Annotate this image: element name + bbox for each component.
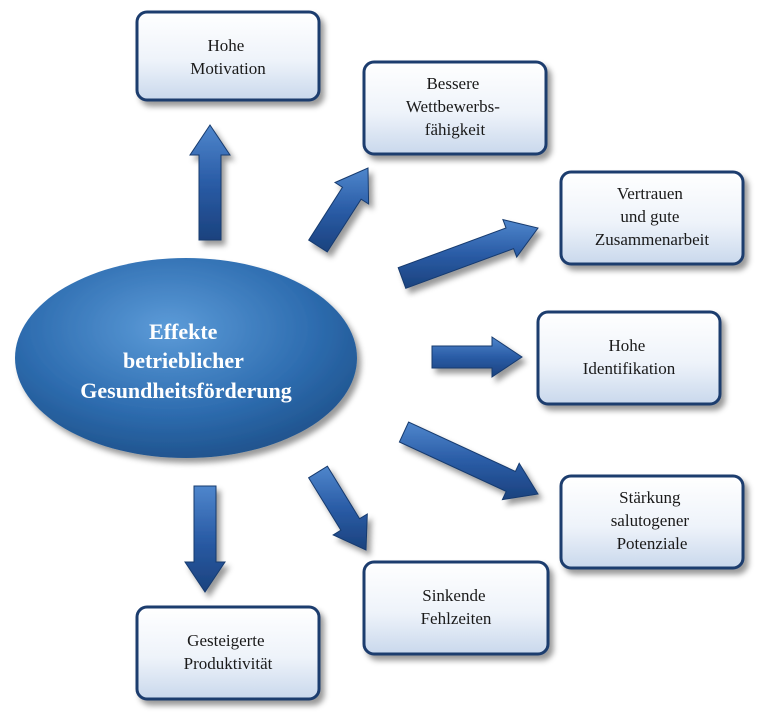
center-label-line-1: Effekte [149, 319, 218, 344]
effect-box-fehlzeiten: Sinkende Fehlzeiten [362, 560, 550, 656]
arrow-to-identifikation [431, 336, 523, 378]
effect-box-frame [559, 170, 745, 266]
arrow-to-vertrauen [397, 218, 539, 289]
arrow-to-motivation [189, 124, 231, 241]
center-label-line-2: betrieblicher [123, 348, 244, 373]
effect-box-motivation: Hohe Motivation [135, 10, 321, 102]
effect-label: Stärkung salutogener Potenziale [611, 488, 694, 553]
effect-box-frame [559, 474, 745, 570]
effect-label: Vertrauen und gute Zusammenarbeit [595, 184, 710, 249]
effect-box-frame [362, 60, 548, 156]
effect-box-produktivitaet: Gesteigerte Produktivität [135, 605, 321, 701]
arrow-to-fehlzeiten [307, 465, 368, 551]
effect-box-vertrauen: Vertrauen und gute Zusammenarbeit [559, 170, 745, 266]
effect-box-identifikation: Hohe Identifikation [536, 310, 722, 406]
effect-box-wettbewerbsfaehigkeit: Bessere Wettbewerbs- fähigkeit [362, 60, 548, 156]
effect-label: Gesteigerte Produktivität [184, 631, 273, 673]
arrow-to-wettbewerb [308, 167, 370, 253]
effect-label: Sinkende Fehlzeiten [421, 586, 492, 628]
center-label: Effekte betrieblicher Gesundheitsförderu… [80, 319, 291, 403]
effect-box-frame [135, 10, 321, 102]
effect-box-frame [135, 605, 321, 701]
arrow-group [184, 124, 539, 593]
effect-label: Bessere Wettbewerbs- fähigkeit [406, 74, 504, 139]
arrow-to-produktivitaet [184, 485, 226, 593]
center-node: Effekte betrieblicher Gesundheitsförderu… [15, 258, 357, 458]
effect-box-frame [536, 310, 722, 406]
arrow-to-salutogen [398, 421, 539, 501]
effect-label: Hohe Identifikation [583, 336, 676, 378]
effect-label: Hohe Motivation [190, 36, 266, 78]
effect-box-salutogene-potenziale: Stärkung salutogener Potenziale [559, 474, 745, 570]
effect-box-frame [362, 560, 550, 656]
center-label-line-3: Gesundheitsförderung [80, 378, 291, 403]
center-ellipse [15, 258, 357, 458]
